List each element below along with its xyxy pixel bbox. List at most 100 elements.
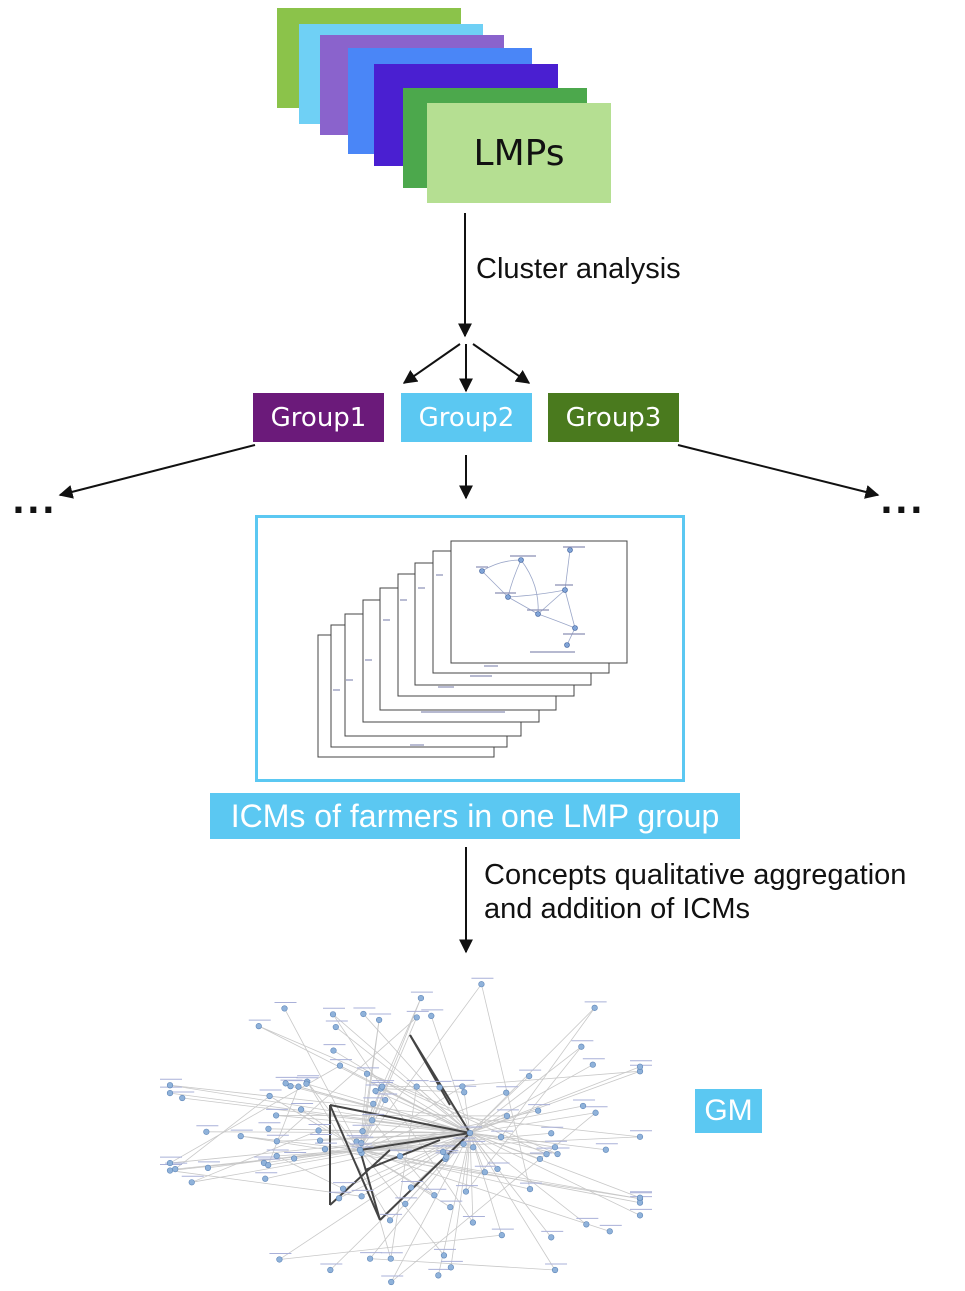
gm-node (503, 1089, 510, 1096)
gm-node (273, 1152, 280, 1160)
gm-node (407, 1184, 415, 1191)
icm-front-map (481, 549, 576, 646)
gm-node (327, 1266, 334, 1274)
gm-node (356, 1146, 364, 1154)
gm-node (273, 1112, 280, 1119)
gm-node (287, 1083, 294, 1090)
gm-node (460, 1140, 467, 1148)
gm-node (447, 1204, 454, 1211)
gm-node (413, 1014, 420, 1021)
lmps-label: LMPs (473, 132, 565, 174)
gm-node (316, 1137, 324, 1144)
gm-node (370, 1100, 377, 1107)
gm-node (237, 1133, 244, 1140)
gm-node (526, 1186, 534, 1193)
gm-node (548, 1130, 555, 1137)
gm-node (447, 1264, 454, 1271)
gm-node (606, 1228, 613, 1235)
gm-node (166, 1167, 174, 1174)
group2-box: Group2 (401, 393, 532, 442)
gm-node (255, 1023, 262, 1030)
gm-node (339, 1185, 347, 1192)
ellipsis-left: ... (12, 482, 57, 522)
gm-node (303, 1080, 310, 1087)
gm-node (369, 1117, 376, 1124)
lmp-card-front (427, 103, 611, 203)
gm-node (526, 1073, 533, 1080)
gm-node (536, 1155, 544, 1163)
gm-node (188, 1179, 195, 1186)
arrow-group3-right (677, 444, 880, 499)
gm-node (204, 1164, 212, 1171)
gm-node (332, 1023, 339, 1031)
icm-frame (255, 515, 685, 782)
group3-box: Group3 (548, 393, 679, 442)
icm-front-nodes (479, 547, 578, 648)
gm-node (636, 1194, 644, 1201)
gm-node (551, 1266, 559, 1274)
gm-node (266, 1092, 273, 1100)
gm-node (636, 1212, 644, 1219)
gm-node (372, 1087, 379, 1095)
gm-node (321, 1146, 329, 1153)
gm-node (428, 1012, 435, 1019)
gm-node (358, 1193, 365, 1200)
gm-node (382, 1096, 389, 1104)
gm-node (436, 1084, 443, 1091)
gm-node (535, 1107, 542, 1114)
gm-node (379, 1083, 386, 1090)
gm-node (273, 1138, 280, 1145)
gm-node (481, 1169, 488, 1176)
icms-caption: ICMs of farmers in one LMP group (210, 793, 740, 839)
gm-node (358, 1140, 365, 1147)
gm-node (478, 981, 485, 988)
gm-node (166, 1089, 174, 1097)
gm-node (282, 1080, 289, 1087)
gm-node (592, 1109, 599, 1116)
gm-node (591, 1004, 598, 1011)
gm-node (551, 1144, 559, 1151)
gm-node (366, 1255, 374, 1262)
gm-node (329, 1011, 337, 1018)
gm-node (417, 994, 425, 1002)
icm-scribbles (333, 546, 585, 746)
gm-node (336, 1062, 344, 1069)
gm-node (295, 1083, 302, 1090)
gm-node (335, 1195, 343, 1202)
arrow-to-group1 (402, 343, 461, 384)
gm-node (579, 1102, 587, 1110)
gm-node (359, 1128, 366, 1135)
aggregation-label-line2: and addition of ICMs (484, 893, 750, 925)
gm-node (548, 1234, 555, 1241)
gm-node (440, 1148, 447, 1156)
arrow-group1-left (58, 444, 256, 499)
gm-node (179, 1094, 186, 1102)
group1-box: Group1 (253, 393, 384, 442)
gm-box: GM (695, 1089, 762, 1133)
gm-nodes (160, 977, 652, 1286)
gm-node (435, 1272, 442, 1279)
icms-caption-text: ICMs of farmers in one LMP group (230, 797, 720, 834)
aggregation-label: Concepts qualitative aggregation and add… (484, 858, 906, 926)
gm-node (387, 1255, 394, 1262)
gm-node (276, 1256, 283, 1263)
gm-node (494, 1165, 501, 1173)
gm-node (583, 1221, 590, 1228)
gm-node (166, 1159, 174, 1167)
gm-node (503, 1112, 511, 1120)
gm-node (462, 1188, 470, 1195)
group3-label: Group3 (565, 402, 662, 433)
gm-node (470, 1144, 477, 1151)
gm-node (602, 1146, 609, 1153)
gm-node (440, 1252, 448, 1259)
gm-node (281, 1005, 288, 1012)
gm-node (543, 1151, 550, 1158)
gm-label: GM (704, 1094, 753, 1127)
gm-node (636, 1063, 644, 1070)
gm-node (166, 1082, 174, 1089)
gm-node (360, 1010, 367, 1018)
aggregation-label-line1: Concepts qualitative aggregation (484, 859, 907, 891)
gm-node (402, 1200, 409, 1208)
gm-node (376, 1016, 383, 1024)
